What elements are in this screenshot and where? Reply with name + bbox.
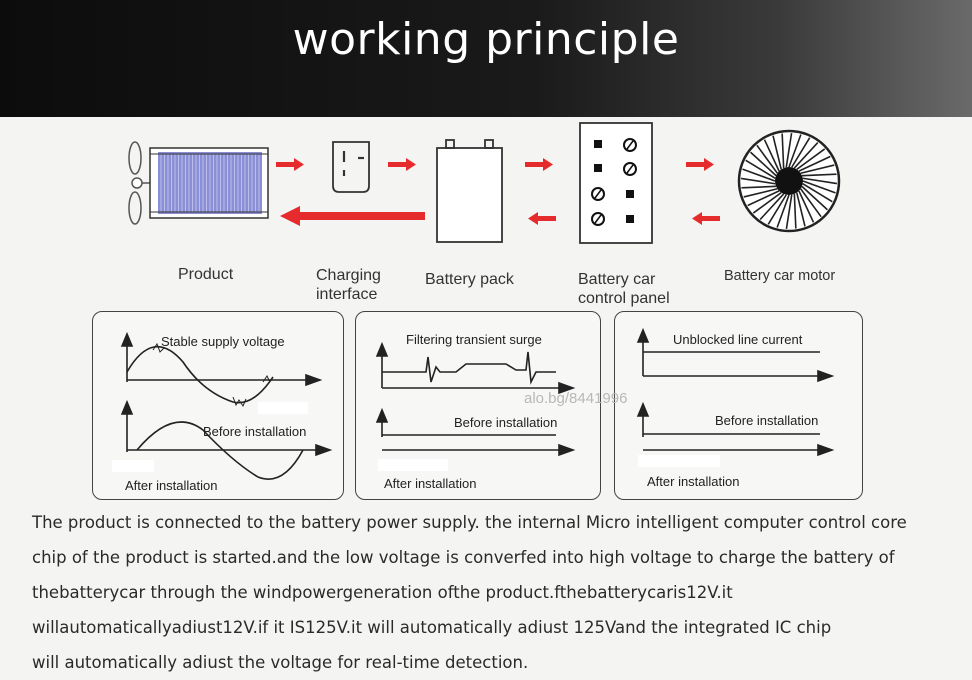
description-line: chip of the product is started.and the l… — [32, 548, 895, 567]
battery-icon — [436, 139, 503, 243]
panel-current-top-label: Unblocked line current — [673, 332, 803, 347]
arrow-left-icon — [692, 212, 720, 225]
panel-surge-middle-label: Before installation — [454, 415, 558, 430]
smudge — [258, 402, 308, 414]
panel-current-middle-label: Before installation — [715, 413, 819, 428]
watermark-text: alo.bg/8441996 — [524, 390, 628, 407]
component-label-motor: Battery car motor — [724, 268, 836, 284]
arrow-right-icon — [525, 158, 553, 171]
product-panel-icon — [149, 147, 269, 219]
motor-icon — [737, 129, 841, 233]
panel-surge-top-label: Filtering transient surge — [406, 332, 542, 347]
panel-surge-bottom-label: After installation — [384, 476, 477, 491]
component-label-battery: Battery pack — [425, 271, 514, 288]
header-banner — [0, 0, 972, 117]
arrow-right-icon — [388, 158, 416, 171]
panel-voltage-bottom-label: After installation — [125, 478, 218, 493]
component-flow-diagram — [128, 122, 841, 244]
description-line: willautomaticallyadiust12V.if it IS125V.… — [32, 618, 832, 637]
panel-current: Unblocked line current Before installati… — [614, 311, 863, 500]
arrow-left-icon — [528, 212, 556, 225]
page-title: working principle — [292, 14, 680, 65]
arrow-right-icon — [686, 158, 714, 171]
control-panel-icon — [579, 122, 653, 244]
description-line: thebatterycar through the windpowergener… — [32, 583, 733, 602]
component-label-product: Product — [178, 266, 234, 283]
panel-voltage-top-label: Stable supply voltage — [161, 334, 285, 349]
panel-current-graphs — [636, 327, 835, 457]
smudge — [638, 455, 720, 467]
panel-voltage-middle-label: Before installation — [203, 424, 307, 439]
panel-surge-graphs — [375, 341, 576, 457]
description-line: The product is connected to the battery … — [32, 513, 907, 532]
description-text: The product is connected to the battery … — [32, 505, 952, 680]
smudge — [112, 460, 154, 472]
description-line: will automatically adiust the voltage fo… — [32, 653, 529, 672]
component-label-control: Battery car control panel — [578, 271, 670, 307]
arrow-right-icon — [276, 158, 304, 171]
fan-icon — [128, 141, 152, 225]
socket-icon — [332, 141, 370, 193]
component-label-charging: Charging interface — [316, 267, 381, 303]
smudge — [378, 459, 448, 471]
panel-voltage-graphs — [120, 331, 333, 480]
panel-current-bottom-label: After installation — [647, 474, 740, 489]
arrow-left-long-icon — [280, 206, 425, 226]
